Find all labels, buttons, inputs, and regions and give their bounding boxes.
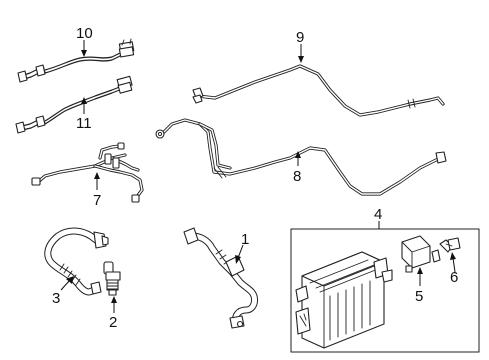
part-6-connector [439, 237, 461, 253]
callout-11: 11 [76, 115, 92, 132]
part-2-valve [103, 261, 121, 296]
callout-numbers: 10 11 7 9 8 4 3 2 1 5 6 [52, 25, 458, 331]
callout-9: 9 [296, 29, 304, 46]
callout-3: 3 [52, 290, 60, 307]
leader-lines [60, 40, 456, 313]
part-10-oxygen-sensor [17, 38, 135, 83]
callout-8: 8 [293, 168, 301, 185]
part-4-charcoal-canister [295, 251, 393, 349]
part-8-fuel-line [155, 118, 447, 196]
part-5-purge-valve [401, 235, 441, 273]
part-1-evap-hose [183, 227, 258, 329]
part-3-hose [44, 227, 109, 296]
part-4-canister-box [290, 228, 480, 353]
callout-2: 2 [109, 314, 117, 331]
callout-7: 7 [93, 192, 101, 209]
callout-1: 1 [241, 231, 249, 248]
callout-6: 6 [450, 269, 458, 286]
part-9-fuel-line [192, 64, 445, 117]
part-7-vapor-tube [31, 142, 144, 203]
callout-10: 10 [76, 25, 93, 42]
callout-5: 5 [415, 288, 423, 305]
part-11-oxygen-sensor [15, 75, 133, 134]
callout-4: 4 [374, 206, 382, 223]
